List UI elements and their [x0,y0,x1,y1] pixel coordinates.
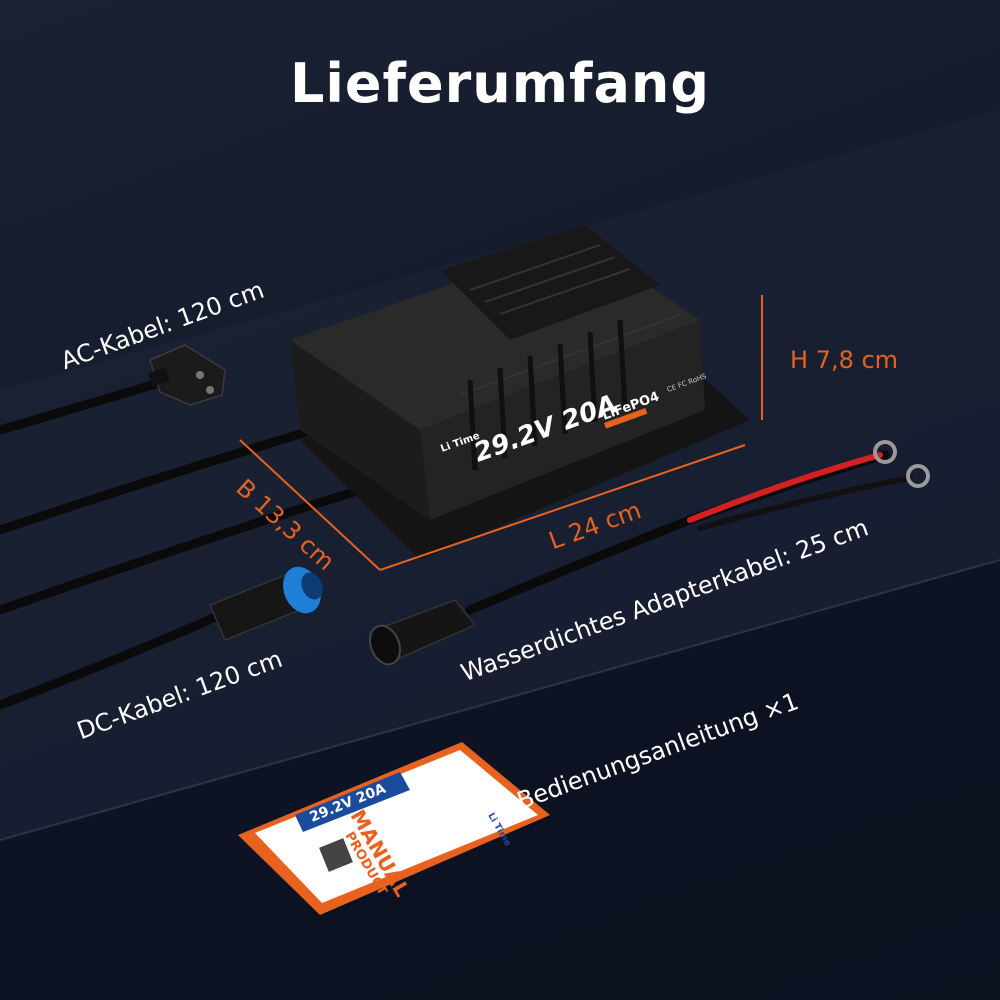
width-dimension-line [239,439,381,571]
ring-terminal-icon [873,440,930,488]
adapter-connector-icon [369,599,477,666]
ac-cable-2 [0,420,335,535]
height-dimension-label: H 7,8 cm [790,346,899,374]
adapter-black-wire [697,475,913,531]
manual-qr-code-icon [319,838,353,872]
length-dimension-line [379,444,746,571]
adapter-red-wire [687,452,883,523]
page-title: Lieferumfang [289,52,711,115]
dc-cable [0,610,225,710]
surface-edge [0,559,1000,841]
ac-plug-icon [148,344,226,406]
dc-connector-icon [209,566,323,641]
manual-card: 29.2V 20A PRODUCT MANUAL Li Time [238,742,550,915]
dc-cable-2 [0,485,365,615]
charger-device: 29.2V 20A Li Time LiFePO4 CE FC RoHS [290,225,750,560]
charger-accent-strip [604,407,648,429]
